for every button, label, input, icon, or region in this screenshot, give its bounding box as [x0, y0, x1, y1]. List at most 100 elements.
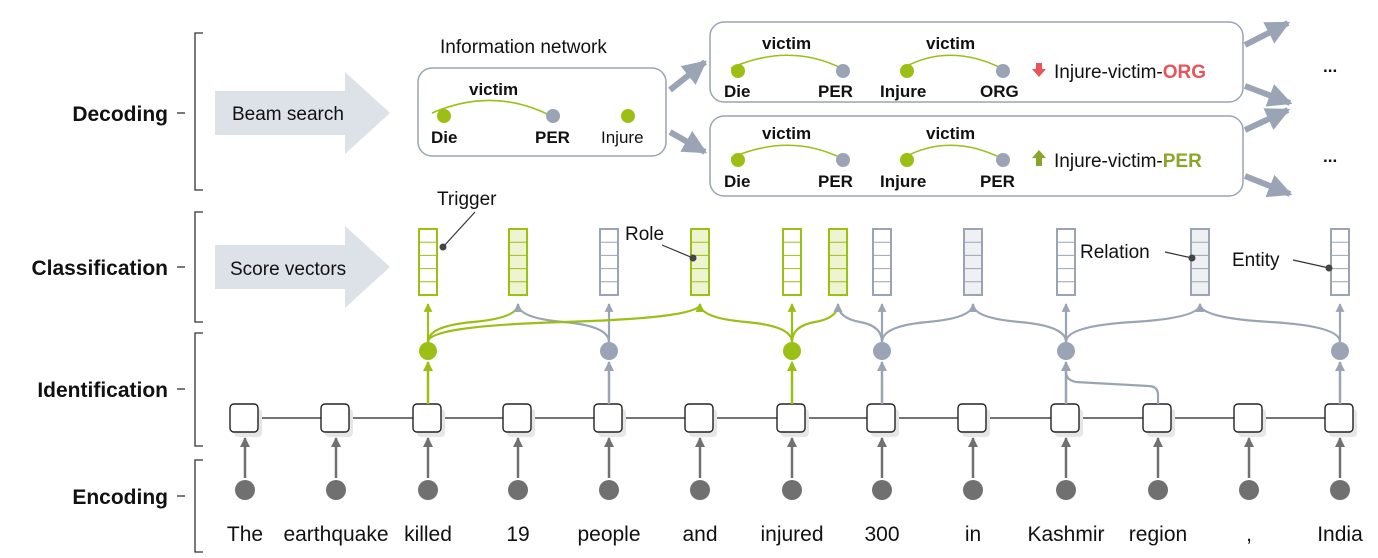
word-token: Kashmir	[1027, 523, 1104, 546]
score-down-icon	[1032, 63, 1046, 77]
embedding-dot	[963, 480, 983, 500]
network-title: Information network	[440, 37, 607, 58]
candidate-1-node-per	[836, 64, 850, 78]
stage-brackets	[177, 32, 203, 553]
bracket-encoding	[194, 459, 203, 553]
stage-label-classification: Classification	[31, 257, 168, 280]
bracket-classification	[194, 211, 203, 323]
candidate-1-label-org: ORG	[980, 82, 1019, 101]
lstm-cell	[776, 403, 806, 433]
score-arrow	[833, 303, 884, 343]
span-merge-line	[1064, 371, 1160, 404]
candidate-1-result-type: ORG	[1163, 62, 1206, 83]
score-arrow	[1195, 303, 1342, 343]
beam-branch-arrows	[668, 20, 1293, 198]
lstm-cell	[866, 403, 896, 433]
identified-node	[1057, 342, 1075, 360]
lstm-cell	[1324, 403, 1354, 433]
word-token: injured	[760, 523, 823, 546]
candidate-1-label-injure: Injure	[880, 82, 926, 101]
candidate-1-edge-1: victim	[762, 34, 811, 53]
word-token: killed	[404, 523, 452, 546]
candidate-1-result: Injure-victim-ORG	[1054, 62, 1206, 83]
score-arrow	[426, 303, 705, 343]
candidate-2-label-injure: Injure	[880, 172, 926, 191]
score-vector	[1190, 228, 1210, 296]
word-token: earthquake	[283, 523, 388, 546]
beam-search-arrow	[215, 72, 390, 154]
score-vector	[1056, 228, 1076, 296]
score-vector	[599, 228, 619, 296]
score-arrow	[880, 303, 978, 343]
embedding-dot	[1148, 480, 1168, 500]
candidate-1-label-per: PER	[818, 82, 853, 101]
network-node-die	[437, 109, 451, 123]
score-arrow	[968, 303, 1068, 343]
lstm-cell	[229, 403, 259, 433]
word-token: The	[227, 523, 263, 546]
embedding-dot	[782, 480, 802, 500]
embedding-dot	[508, 480, 528, 500]
score-arrow	[790, 303, 843, 343]
identified-node	[783, 342, 801, 360]
annotation-relation: Relation	[1080, 242, 1150, 263]
lstm-cell	[684, 403, 714, 433]
candidate-2-result: Injure-victim-PER	[1054, 151, 1202, 172]
lstm-cell	[502, 403, 532, 433]
embedding-dot	[599, 480, 619, 500]
stage-label-identification: Identification	[37, 379, 168, 402]
network-node-label-injure: Injure	[601, 128, 644, 147]
bracket-decoding	[194, 32, 203, 191]
identified-node	[1331, 342, 1349, 360]
word-token: people	[577, 523, 640, 546]
candidate-2-node-per	[836, 153, 850, 167]
candidate-2-edge-2: victim	[926, 124, 975, 143]
score-vector	[872, 228, 892, 296]
word-token: 300	[864, 523, 899, 546]
score-arrow	[426, 303, 523, 343]
stage-label-encoding: Encoding	[72, 486, 168, 509]
ellipsis-top: ...	[1323, 57, 1337, 76]
word-token: in	[965, 523, 981, 546]
embedding-dot	[690, 480, 710, 500]
score-vector	[418, 228, 438, 296]
word-token: India	[1317, 523, 1363, 546]
score-up-icon	[1032, 150, 1046, 166]
candidate-1-node-die	[731, 64, 745, 78]
ellipsis-bottom: ...	[1323, 147, 1337, 166]
embedding-dot	[418, 480, 438, 500]
annotation-entity: Entity	[1232, 250, 1280, 271]
score-vector	[963, 228, 983, 296]
candidate-2-result-prefix: Injure-victim-	[1054, 151, 1163, 172]
network-edge-label: victim	[469, 80, 518, 99]
candidate-2-label-die: Die	[724, 172, 750, 191]
embedding-dot	[1239, 480, 1259, 500]
score-vector	[1330, 228, 1350, 296]
embedding-dot	[235, 480, 255, 500]
candidate-1-node-injure	[900, 64, 914, 78]
word-token: 19	[506, 523, 529, 546]
annotations: Trigger Role Relation Entity	[437, 189, 1333, 272]
information-network-box: victim Die PER Injure	[417, 67, 667, 157]
candidate-2-node-injure	[900, 153, 914, 167]
candidate-2-node-per-2	[996, 153, 1010, 167]
word-token: ,	[1246, 523, 1252, 546]
lstm-cell	[1050, 403, 1080, 433]
beam-search-label: Beam search	[232, 104, 344, 125]
network-node-injure	[621, 109, 635, 123]
candidate-2-edge-1: victim	[762, 124, 811, 143]
annotation-role: Role	[625, 224, 664, 245]
candidate-1-label-die: Die	[724, 82, 750, 101]
score-vectors-label: Score vectors	[230, 259, 346, 280]
embedding-dot	[326, 480, 346, 500]
network-node-per	[546, 109, 560, 123]
score-arrow	[1064, 303, 1205, 343]
score-arrow	[695, 303, 794, 343]
lstm-cell	[1142, 403, 1172, 433]
bracket-identification	[194, 332, 203, 447]
candidate-2-label-per-2: PER	[980, 172, 1015, 191]
score-vectors-arrow	[215, 226, 390, 308]
annotation-trigger: Trigger	[437, 189, 497, 210]
embedding-dot	[1056, 480, 1076, 500]
